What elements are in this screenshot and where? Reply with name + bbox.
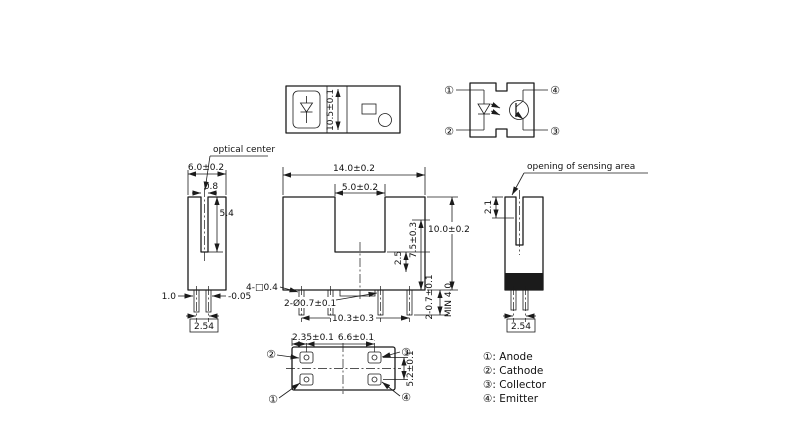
front-view-body <box>282 196 426 291</box>
pin-dia-label: 2-Ø0.7±0.1 <box>284 298 336 309</box>
dim-left-slot-depth-label: 5.4 <box>220 209 235 219</box>
dim-left-slot-width-label: 0.8 <box>204 182 219 192</box>
circuit-schematic: ① ② ④ ③ <box>444 82 560 138</box>
dim-left-width-label: 6.0±0.2 <box>188 163 224 173</box>
optical-center-callout: optical center <box>203 145 275 191</box>
dim-left-pin-thickness: 1.0 -0.05 <box>162 292 252 302</box>
schematic-leads <box>456 89 548 131</box>
schematic-outline <box>469 82 535 138</box>
top-view-led-window <box>292 90 321 129</box>
optical-center-label: optical center <box>213 145 275 155</box>
top-view-lens <box>378 113 392 127</box>
pin-legend: ①: Anode ②: Cathode ③: Collector ④: Emit… <box>483 351 547 405</box>
dim-front-pin-width: 2-0.7±0.1 <box>425 274 435 319</box>
top-view: 10.5±0.1 <box>285 85 401 134</box>
led-symbol-top <box>299 96 314 123</box>
left-view-body <box>187 196 227 291</box>
dim-front-lower-label: 7.5±0.3 <box>409 222 419 258</box>
dim-left-slot-width: 0.8 <box>192 182 219 196</box>
bottom-view: 2.35±0.1 6.6±0.1 5.2±0.1 ② ① ③ ④ <box>266 333 416 406</box>
schematic-pin1-label: ① <box>444 84 454 97</box>
legend-anode: ①: Anode <box>483 351 533 363</box>
dim-left-pin-tolerance-label: -0.05 <box>228 292 251 302</box>
led-symbol <box>477 90 501 130</box>
dim-left-slot-depth: 5.4 <box>208 197 235 253</box>
dim-left-pin-thickness-label: 1.0 <box>162 292 177 302</box>
bottom-pin4-label: ④ <box>401 391 411 404</box>
dim-top-depth-label: 10.5±0.1 <box>326 89 336 131</box>
dim-bottom-span-label: 6.6±0.1 <box>338 333 374 343</box>
dim-top-depth: 10.5±0.1 <box>326 89 341 131</box>
dim-front-pin-length-label: MIN 4.0 <box>444 283 454 318</box>
dim-right-slot: 2.1 <box>484 196 514 219</box>
bottom-pin-labels: ② ① ③ ④ <box>266 346 411 406</box>
dim-right-pitch: 2.54 <box>503 313 536 333</box>
pin-square-label: 4-□0.4 <box>246 283 278 293</box>
legend-collector: ③: Collector <box>483 379 547 391</box>
dim-right-slot-label: 2.1 <box>484 200 494 214</box>
dim-bottom-offset-label: 2.35±0.1 <box>292 333 334 343</box>
dim-right-pitch-label: 2.54 <box>511 322 531 332</box>
legend-emitter: ④: Emitter <box>483 393 539 405</box>
dim-bottom-height-label: 5.2±0.1 <box>406 350 416 386</box>
bottom-pin1-label: ① <box>268 393 278 406</box>
dim-left-pitch-label: 2.54 <box>194 322 214 332</box>
schematic-pin2-label: ② <box>444 125 454 138</box>
sensing-area-label: opening of sensing area <box>527 162 635 172</box>
dim-front-width-label: 14.0±0.2 <box>333 164 375 174</box>
dim-front-upper-label: 2.5 <box>394 251 404 265</box>
dim-front-slot-label: 5.0±0.2 <box>342 183 378 193</box>
dim-bottom-height: 5.2±0.1 <box>383 350 416 387</box>
dim-front-slot: 5.0±0.2 <box>334 183 386 196</box>
dim-front-span-label: 10.3±0.3 <box>332 314 374 324</box>
dim-front-pin-width-label: 2-0.7±0.1 <box>425 274 435 319</box>
dim-front-pin-length: MIN 4.0 <box>414 283 454 318</box>
right-side-view: 2.1 2.54 <box>484 190 544 333</box>
top-view-body <box>285 85 401 134</box>
schematic-pin4-label: ④ <box>550 84 560 97</box>
dim-front-span: 10.3±0.3 <box>301 314 410 324</box>
callout-pin-dia: 2-Ø0.7±0.1 <box>283 291 378 309</box>
front-view: 14.0±0.2 5.0±0.2 10.0±0.2 7.5±0.3 2.5 4-… <box>246 164 473 324</box>
sensing-area-band <box>505 273 543 290</box>
dim-front-height-label: 10.0±0.2 <box>428 225 470 235</box>
top-view-notch <box>361 103 377 115</box>
dim-front-width: 14.0±0.2 <box>282 164 426 195</box>
sensing-area-callout: opening of sensing area <box>511 162 648 196</box>
legend-cathode: ②: Cathode <box>483 365 543 377</box>
dim-bottom-span: 6.6±0.1 <box>306 333 375 347</box>
dim-left-pitch: 2.54 <box>186 313 219 333</box>
left-side-view: 6.0±0.2 0.8 5.4 1.0 -0.05 2.54 <box>162 163 252 333</box>
phototransistor-symbol <box>509 90 529 130</box>
schematic-pin3-label: ③ <box>550 125 560 138</box>
callout-pin-square: 4-□0.4 <box>246 283 299 293</box>
dim-bottom-offset: 2.35±0.1 <box>292 333 334 347</box>
dim-front-upper: 2.5 <box>394 251 409 272</box>
bottom-pin3-label: ③ <box>401 346 411 359</box>
bottom-pin2-label: ② <box>266 348 276 361</box>
